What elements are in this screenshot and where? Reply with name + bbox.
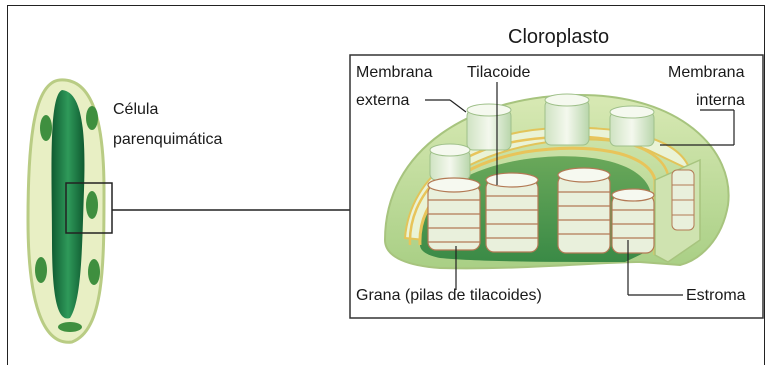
cell-label-line1: Célula <box>113 100 158 119</box>
chloroplast-small <box>58 322 82 332</box>
label-outer-membrane-1: Membrana <box>356 63 432 82</box>
chloroplast-small <box>35 257 47 283</box>
label-grana: Grana (pilas de tilacoides) <box>356 286 542 305</box>
grana-stack <box>672 170 694 230</box>
chloroplast-title: Cloroplasto <box>508 26 609 49</box>
grana-stack <box>486 173 538 252</box>
grana-stack <box>610 106 654 146</box>
chloroplast-small <box>40 115 52 141</box>
grana-stack <box>545 94 589 145</box>
grana-stack <box>430 144 470 180</box>
label-inner-membrane-2: interna <box>696 91 745 110</box>
grana-stack <box>558 168 610 253</box>
grana-stack <box>612 189 654 253</box>
chloroplast-small <box>86 191 98 219</box>
chloroplast-small <box>88 259 100 285</box>
label-outer-membrane-2: externa <box>356 91 409 110</box>
label-thylakoid: Tilacoide <box>467 63 530 82</box>
grana-stack <box>428 178 480 250</box>
label-inner-membrane-1: Membrana <box>668 63 744 82</box>
chloroplast-small <box>86 106 98 130</box>
label-stroma: Estroma <box>686 286 746 305</box>
cell-label-line2: parenquimática <box>113 130 222 149</box>
grana-stack <box>467 104 511 150</box>
